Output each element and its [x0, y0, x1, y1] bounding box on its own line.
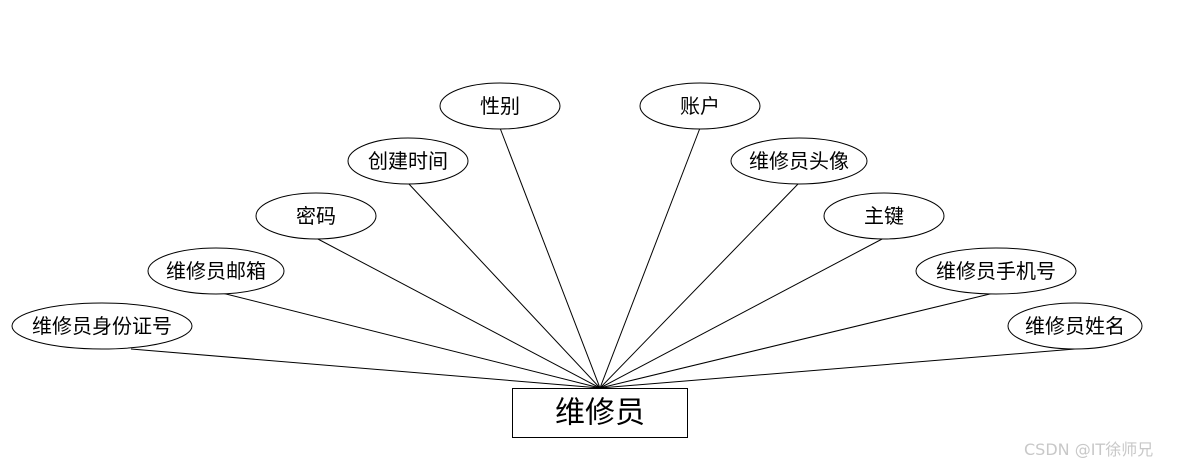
entity-box: 维修员 [512, 388, 688, 438]
attribute-label: 维修员身份证号 [32, 314, 172, 338]
attribute-ellipse [255, 192, 377, 240]
attribute-ellipse [147, 247, 285, 295]
line-account [599, 127, 701, 389]
attribute-created-time: 创建时间 [347, 137, 469, 185]
attribute-full-name: 维修员姓名 [1007, 302, 1143, 350]
line-phone [599, 292, 995, 389]
line-email [221, 292, 601, 389]
attribute-account: 账户 [639, 82, 761, 130]
attribute-label: 创建时间 [368, 149, 448, 173]
attribute-phone: 维修员手机号 [915, 247, 1077, 295]
attribute-label: 维修员手机号 [936, 259, 1056, 283]
attribute-label: 账户 [680, 94, 720, 118]
attribute-primary-key: 主键 [823, 192, 945, 240]
attribute-label: 主键 [864, 204, 904, 228]
line-full-name [599, 348, 1076, 389]
relationship-lines [130, 127, 1076, 389]
attribute-ellipse [1007, 302, 1143, 350]
line-id-card [130, 348, 601, 389]
line-password [315, 237, 601, 389]
line-gender [499, 127, 601, 389]
attribute-email: 维修员邮箱 [147, 247, 285, 295]
attribute-gender: 性别 [439, 82, 561, 130]
attribute-ellipse [11, 302, 193, 350]
attribute-ellipse [915, 247, 1077, 295]
attribute-ellipse [823, 192, 945, 240]
attribute-ellipse [639, 82, 761, 130]
line-avatar [599, 182, 800, 389]
line-created-time [407, 182, 601, 389]
attribute-ellipse [730, 137, 868, 185]
entity-rectangle [512, 388, 688, 438]
csdn-watermark: CSDN @IT徐师兄 [1024, 440, 1154, 459]
attribute-id-card: 维修员身份证号 [11, 302, 193, 350]
attribute-ellipse [347, 137, 469, 185]
attribute-label: 维修员邮箱 [166, 259, 266, 283]
attribute-ellipse [439, 82, 561, 130]
line-primary-key [599, 237, 885, 389]
attribute-label: 维修员头像 [749, 149, 849, 173]
attribute-label: 密码 [296, 204, 336, 228]
attribute-label: 维修员姓名 [1025, 314, 1125, 338]
attribute-label: 性别 [480, 94, 520, 118]
attribute-avatar: 维修员头像 [730, 137, 868, 185]
attribute-password: 密码 [255, 192, 377, 240]
entity-label: 维修员 [555, 396, 645, 431]
